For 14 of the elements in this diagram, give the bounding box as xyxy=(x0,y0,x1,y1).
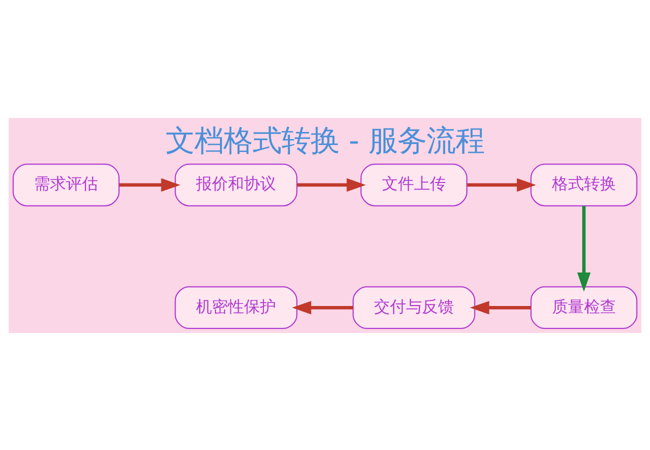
arrow xyxy=(292,300,354,314)
node-box: 文件上传 xyxy=(360,163,468,206)
node-box: 格式转换 xyxy=(530,163,638,206)
arrow xyxy=(577,206,591,292)
node-box: 需求评估 xyxy=(12,163,120,206)
node-box: 质量检查 xyxy=(530,286,638,329)
diagram-title: 文档格式转换 - 服务流程 xyxy=(165,122,485,157)
node-box: 交付与反馈 xyxy=(352,286,476,329)
arrow xyxy=(297,178,366,192)
arrow xyxy=(470,300,531,314)
node-box: 报价和协议 xyxy=(174,163,298,206)
arrow xyxy=(119,178,180,192)
node-box: 机密性保护 xyxy=(174,286,298,329)
arrow xyxy=(467,178,536,192)
